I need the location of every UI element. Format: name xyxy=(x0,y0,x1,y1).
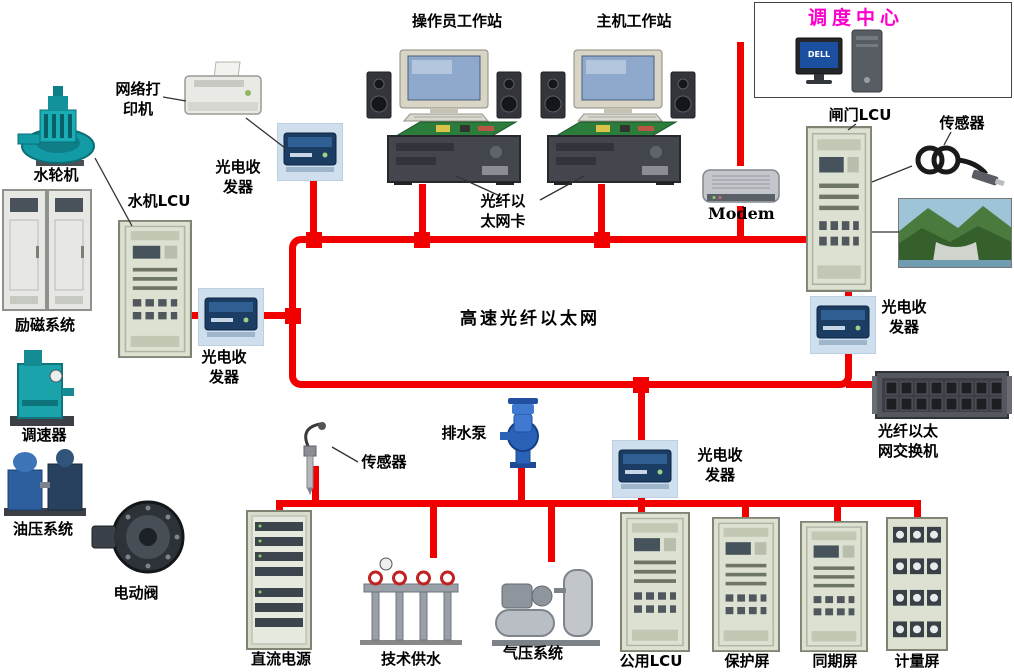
server2-drop xyxy=(598,184,605,240)
air-system-stub xyxy=(548,500,555,562)
network-printer xyxy=(184,61,262,115)
label-fiber-switch: 光纤以太网交换机 xyxy=(877,422,938,460)
hydro-lcu-link-a xyxy=(190,312,200,319)
tech-water-stub xyxy=(430,500,437,558)
governor-machine xyxy=(10,350,74,426)
tech-water-manifold xyxy=(360,557,462,645)
operator-workstation xyxy=(366,48,522,122)
electric-valve xyxy=(91,500,185,574)
dc-power-cabinet xyxy=(246,510,312,650)
label-governor: 调速器 xyxy=(21,426,67,444)
label-modem: Modem xyxy=(708,204,775,223)
label-transceiver-3: 光电收发器 xyxy=(697,446,743,484)
excitation-cabinets xyxy=(2,186,92,312)
hydro-lcu-cabinet xyxy=(118,220,192,358)
water-turbine xyxy=(17,86,95,166)
pc-brand-text: DELL xyxy=(807,50,831,59)
ring-to-switch-line xyxy=(846,381,876,388)
bus-node xyxy=(633,377,649,393)
label-fiber-card: 光纤以太网卡 xyxy=(480,192,526,230)
fiber-switch-device xyxy=(872,370,1012,422)
drain-pump-stub xyxy=(518,466,525,507)
field-bus-line xyxy=(276,500,921,507)
label-hydro-lcu: 水机LCU xyxy=(127,192,191,210)
oil-pressure-system xyxy=(4,449,86,516)
drain-pump-machine xyxy=(500,398,539,468)
label-protection-panel: 保护屏 xyxy=(724,652,770,670)
dam-photo xyxy=(898,198,1012,268)
label-operator-workstation: 操作员工作站 xyxy=(411,12,502,30)
bus-node xyxy=(594,232,610,248)
label-air-system: 气压系统 xyxy=(502,644,563,662)
gate-lcu-cabinet xyxy=(806,126,872,292)
optical-transceiver-4 xyxy=(810,296,876,354)
optical-transceiver-1 xyxy=(277,123,343,181)
label-sync-panel: 同期屏 xyxy=(812,652,858,670)
sensor-cable-probe xyxy=(915,145,1005,187)
bus-node xyxy=(306,232,322,248)
host-workstation xyxy=(540,48,696,122)
fiber-card-server-2 xyxy=(546,120,682,186)
meter-stub xyxy=(914,500,921,519)
fiber-card-server-1 xyxy=(386,120,522,186)
label-gate-lcu: 闸门LCU xyxy=(828,106,892,124)
optical-transceiver-3 xyxy=(612,440,678,498)
dispatch-modem-line xyxy=(737,42,744,166)
dispatch-pc xyxy=(795,29,883,93)
dc-power-stub xyxy=(276,500,283,514)
label-dispatch-center: 调度中心 xyxy=(808,7,905,29)
label-backbone: 高速光纤以太网 xyxy=(460,309,600,329)
label-transceiver-4: 光电收发器 xyxy=(881,298,927,336)
label-network-printer: 网络打印机 xyxy=(115,80,161,118)
label-water-turbine: 水轮机 xyxy=(33,166,79,184)
modem-bus-line xyxy=(737,206,744,240)
label-meter-panel: 计量屏 xyxy=(894,652,940,670)
field-sensor-probe xyxy=(303,422,326,495)
bus-node xyxy=(414,232,430,248)
label-dc-power: 直流电源 xyxy=(250,650,311,668)
sync-panel-cabinet xyxy=(800,521,868,652)
server1-drop xyxy=(419,184,426,240)
modem-device xyxy=(702,169,780,203)
label-electric-valve: 电动阀 xyxy=(113,584,159,602)
label-transceiver-2: 光电收发器 xyxy=(201,348,247,386)
hydro-lcu-link-b xyxy=(262,312,290,319)
sensor2-stub xyxy=(312,466,319,507)
printer-transceiver-drop xyxy=(310,178,317,240)
label-transceiver-1: 光电收发器 xyxy=(215,158,261,196)
meter-panel-cabinet xyxy=(886,517,948,651)
bus-node xyxy=(285,308,301,324)
label-excitation: 励磁系统 xyxy=(14,316,75,334)
label-oil-system: 油压系统 xyxy=(12,520,73,538)
protection-stub xyxy=(742,500,749,520)
optical-transceiver-2 xyxy=(198,288,264,346)
protection-panel-cabinet xyxy=(712,517,780,652)
label-drain-pump: 排水泵 xyxy=(441,424,487,442)
label-host-workstation: 主机工作站 xyxy=(596,12,672,30)
label-common-lcu: 公用LCU xyxy=(619,652,683,670)
common-lcu-cabinet xyxy=(620,512,690,652)
label-tech-water: 技术供水 xyxy=(380,650,441,668)
label-sensor-1: 传感器 xyxy=(939,114,985,132)
sync-stub xyxy=(834,500,841,524)
label-sensor-2: 传感器 xyxy=(361,453,407,471)
air-compressor-system xyxy=(492,569,600,646)
